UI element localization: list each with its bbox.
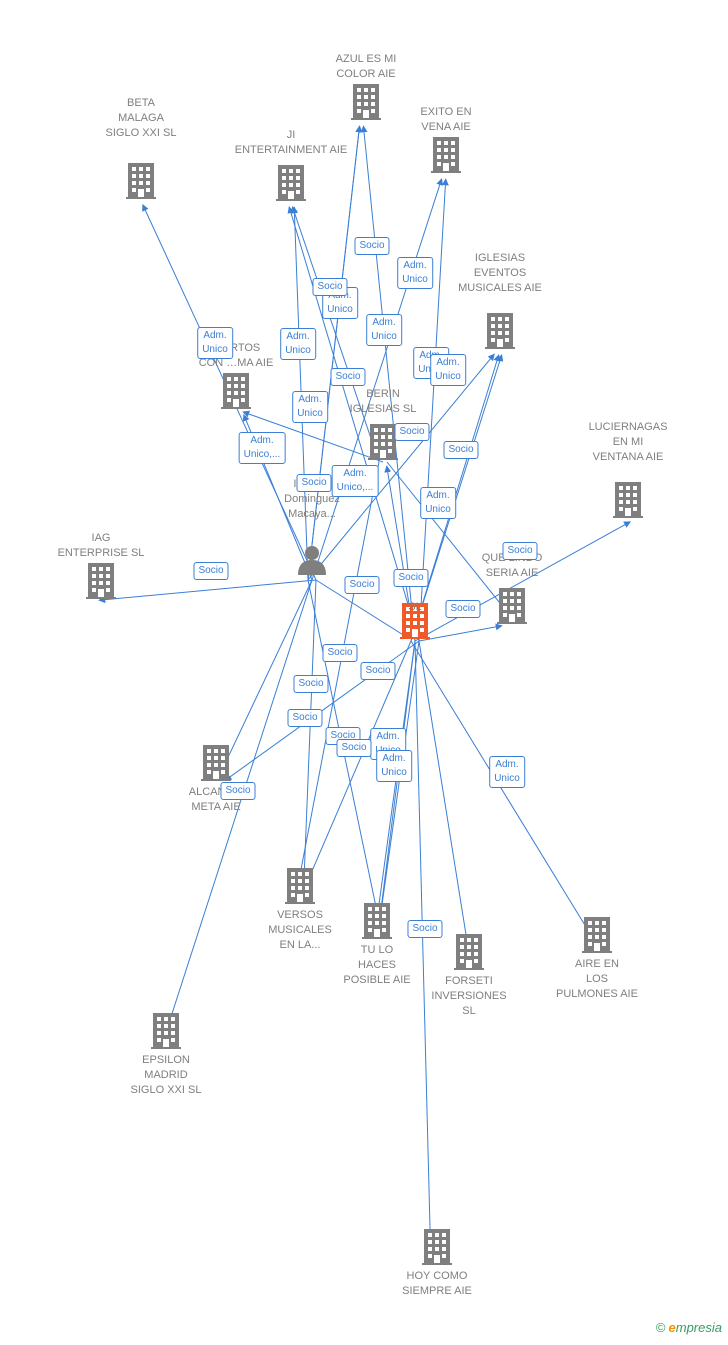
building-icon[interactable] <box>276 165 306 201</box>
relationship-tag[interactable]: Socio <box>393 569 429 587</box>
node-label[interactable]: FORSETI INVERSIONES SL <box>431 975 507 1017</box>
node-label[interactable]: ALCANZ… META AIE <box>188 786 244 813</box>
relationship-tag[interactable]: Adm. Unico <box>376 750 412 782</box>
building-icon[interactable] <box>285 868 315 904</box>
node-label[interactable]: BERIN IGLESIAS SL <box>349 388 417 415</box>
relationship-tag[interactable]: Adm. Unico <box>489 756 525 788</box>
relationship-edge <box>418 178 449 642</box>
relationship-tag[interactable]: Socio <box>193 562 229 580</box>
node-label[interactable]: TU LO HACES POSIBLE AIE <box>343 944 411 986</box>
node-label[interactable]: AZUL ES MI COLOR AIE <box>335 53 397 80</box>
relationship-tag[interactable]: Adm. Unico,... <box>331 465 379 497</box>
building-icon[interactable] <box>485 313 515 349</box>
building-icon[interactable] <box>126 163 156 199</box>
relationship-edge <box>360 125 416 642</box>
relationship-tag[interactable]: Adm. Unico <box>397 257 433 289</box>
relationship-edge <box>159 579 313 1048</box>
relationship-tag[interactable]: Socio <box>354 237 390 255</box>
relationship-edge <box>414 640 435 1264</box>
node-label[interactable]: HOY COMO SIEMPRE AIE <box>402 1270 472 1297</box>
relationship-edge <box>418 623 503 642</box>
relationship-tag[interactable]: Socio <box>312 278 348 296</box>
relationship-edge <box>386 461 517 624</box>
relationship-tag[interactable]: Socio <box>336 739 372 757</box>
node-label[interactable]: EPSILON MADRID SIGLO XXI SL <box>130 1054 202 1096</box>
node-label[interactable]: IGLESIAS EVENTOS MUSICALES AIE <box>458 252 542 294</box>
relationship-edge <box>410 640 602 953</box>
relationship-tag[interactable]: Adm. Unico,... <box>238 432 286 464</box>
building-icon[interactable] <box>86 563 116 599</box>
relationship-tag[interactable]: Socio <box>502 542 538 560</box>
node-label[interactable]: VERSOS MUSICALES EN LA... <box>268 909 332 951</box>
building-icon[interactable] <box>582 917 612 953</box>
relationship-edge <box>242 410 384 463</box>
relationship-edge <box>217 579 313 780</box>
relationship-tag[interactable]: Adm. Unico <box>420 487 456 519</box>
copyright-icon: © <box>655 1320 666 1335</box>
relationship-tag[interactable]: Adm. Unico <box>197 327 233 359</box>
relationship-edge <box>418 640 474 969</box>
building-icon[interactable] <box>201 745 231 781</box>
building-icon[interactable] <box>431 137 461 173</box>
relationship-edge <box>297 640 412 903</box>
relationship-edge <box>307 579 385 938</box>
relationship-tag[interactable]: Socio <box>360 662 396 680</box>
building-icon[interactable] <box>221 373 251 409</box>
relationship-tag[interactable]: Socio <box>220 782 256 800</box>
relationship-tag[interactable]: Socio <box>394 423 430 441</box>
relationship-edge <box>311 178 444 581</box>
building-icon[interactable] <box>613 482 643 518</box>
building-icon[interactable] <box>497 588 527 624</box>
node-label[interactable]: LUCIERNAGAS EN MI VENTANA AIE <box>588 421 668 463</box>
building-icon[interactable] <box>422 1229 452 1265</box>
relationship-tag[interactable]: Socio <box>407 920 443 938</box>
relationship-edge <box>371 640 416 938</box>
relationship-tag[interactable]: Adm. Unico <box>292 391 328 423</box>
relationship-edge <box>98 579 317 604</box>
relationship-edge <box>307 125 363 581</box>
relationship-tag[interactable]: Socio <box>445 600 481 618</box>
node-label[interactable]: JI ENTERTAINMENT AIE <box>234 129 348 156</box>
relationship-tag[interactable]: Socio <box>293 675 329 693</box>
node-label[interactable]: EXITO EN VENA AIE <box>420 106 472 133</box>
node-label[interactable]: SL <box>408 601 422 613</box>
relationship-tag[interactable]: Adm. Unico <box>280 328 316 360</box>
relationship-edge <box>414 521 631 642</box>
building-icon[interactable] <box>454 934 484 970</box>
relationship-tag[interactable]: Socio <box>344 576 380 594</box>
relationship-tag[interactable]: Socio <box>443 441 479 459</box>
relationship-edge <box>315 579 410 639</box>
relationship-edge <box>287 206 420 642</box>
relationship-tag[interactable]: Socio <box>296 474 332 492</box>
empresia-logo[interactable]: ©empresia <box>655 1320 722 1335</box>
node-label[interactable]: BETA MALAGA SIGLO XXI SL <box>105 97 177 139</box>
node-label[interactable]: AIRE EN LOS PULMONES AIE <box>556 958 638 1000</box>
relationship-edge <box>374 640 420 938</box>
relationship-tag[interactable]: Socio <box>330 368 366 386</box>
relationship-edge <box>292 461 380 903</box>
relationship-tag[interactable]: Adm. Unico <box>366 314 402 346</box>
relationship-tag[interactable]: Socio <box>322 644 358 662</box>
relationship-edge <box>307 353 495 581</box>
relationship-tag[interactable]: Socio <box>287 709 323 727</box>
relationship-edge <box>299 579 317 903</box>
building-icon[interactable] <box>151 1013 181 1049</box>
relationship-tag[interactable]: Adm. Unico <box>430 354 466 386</box>
node-label[interactable]: IAG ENTERPRISE SL <box>57 532 145 559</box>
